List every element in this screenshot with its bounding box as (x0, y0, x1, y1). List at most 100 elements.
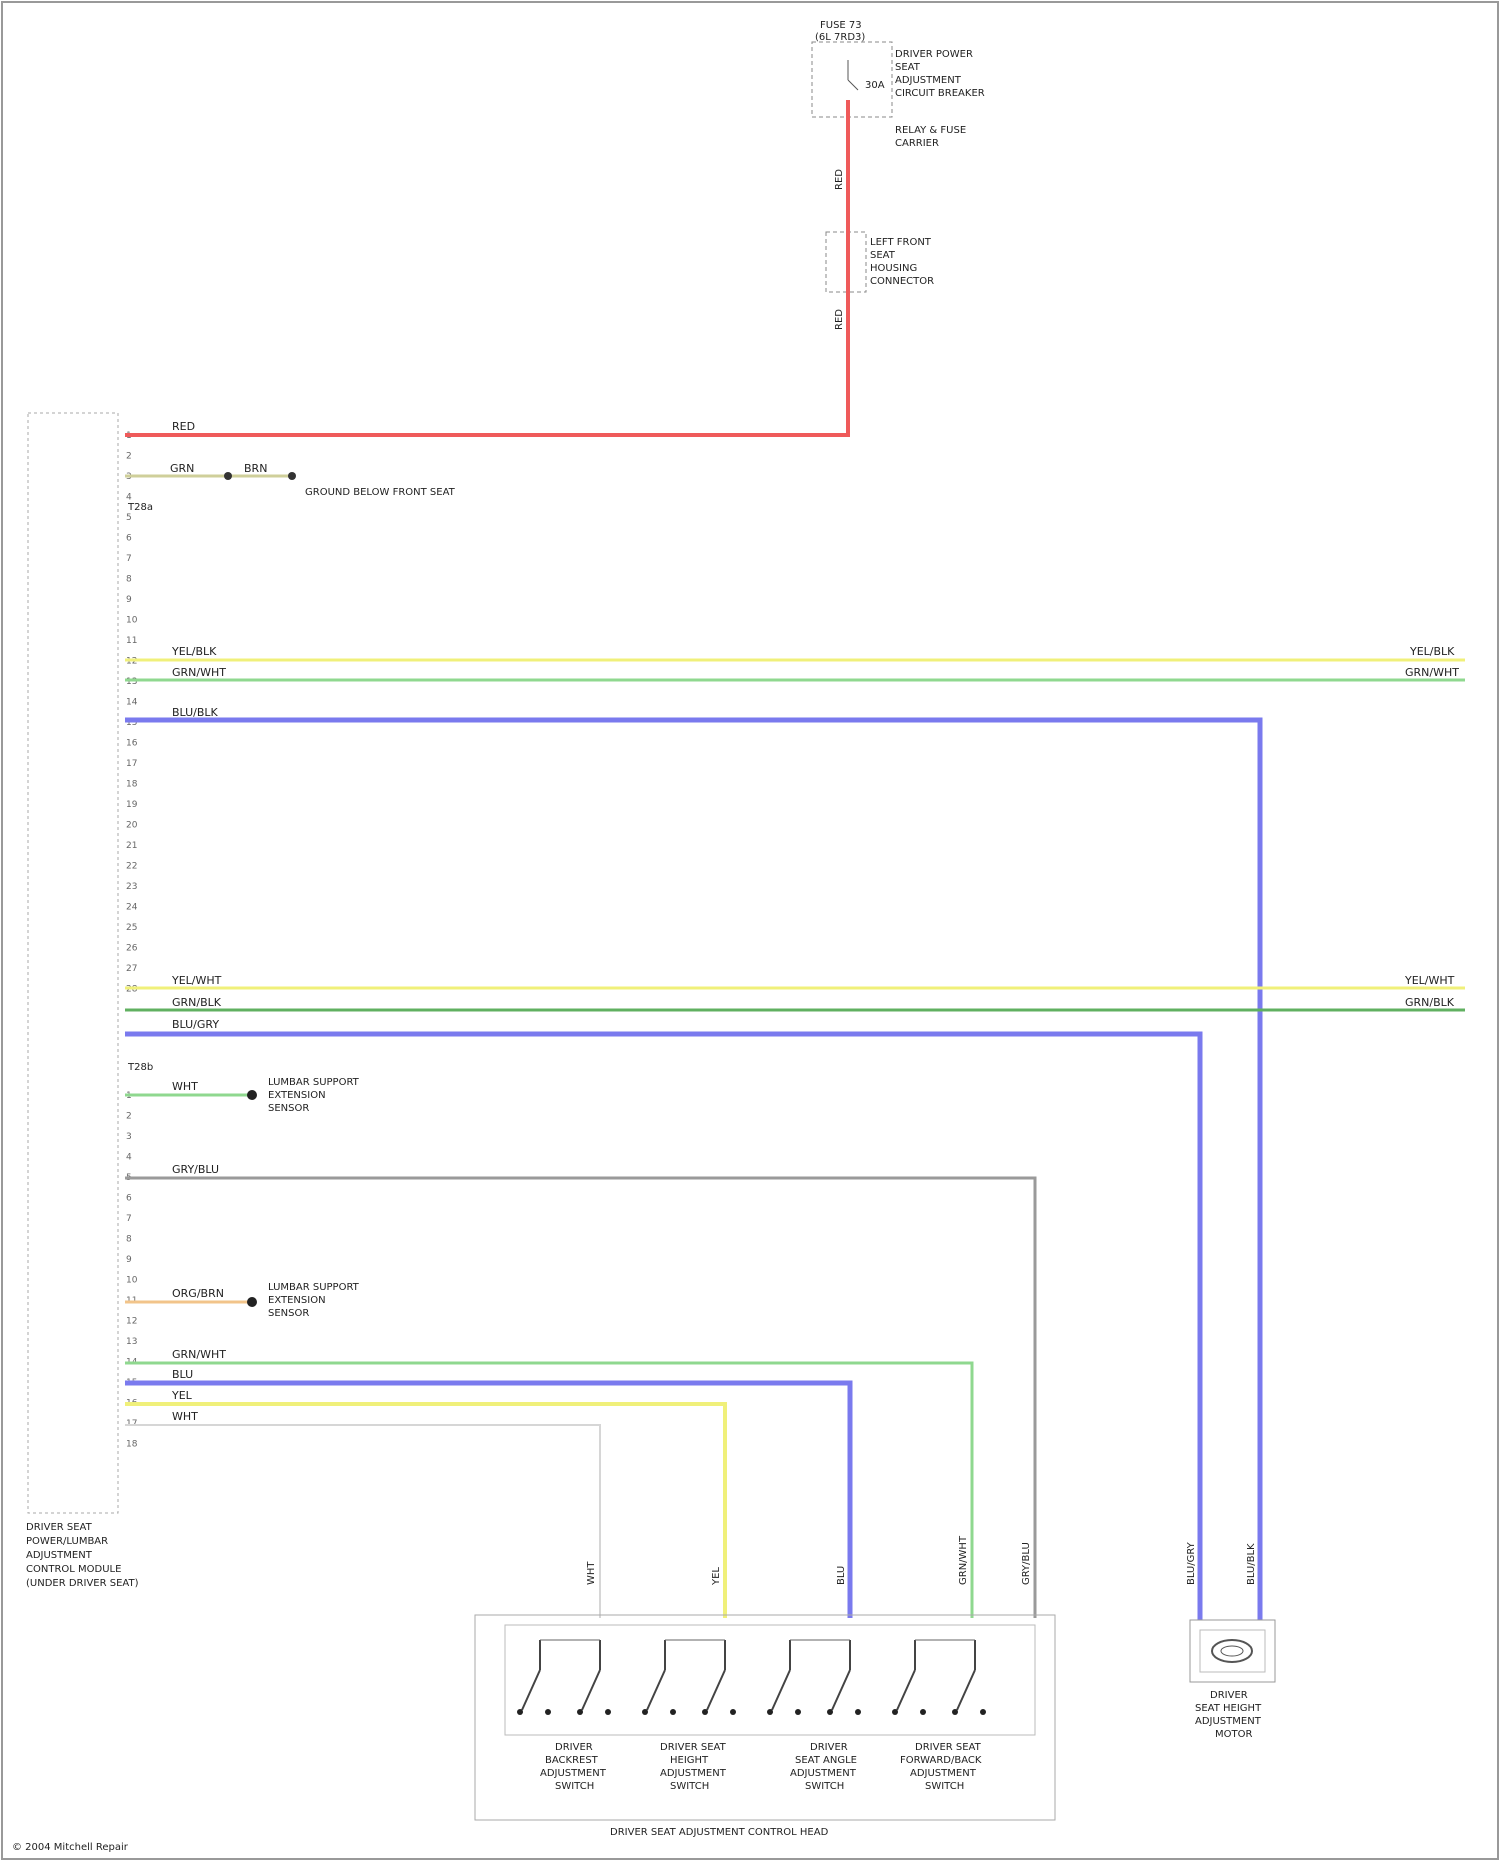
wire-red-label-v2: RED (834, 309, 845, 330)
module-desc-1: DRIVER SEAT (26, 1522, 93, 1533)
switch4-label-2: FORWARD/BACK (900, 1755, 982, 1766)
sensor-node-2 (247, 1297, 257, 1307)
module-pin-number: 10 (126, 616, 138, 626)
wire-gry (125, 1178, 1035, 1618)
v-label-yel: YEL (711, 1567, 722, 1586)
module-pin-numbers: 1234567891011121314151617181920212223242… (126, 431, 138, 1450)
wire-sw-blu (125, 1383, 850, 1618)
connector-desc-2: SEAT (870, 250, 896, 261)
connector-desc-4: CONNECTOR (870, 276, 934, 287)
ground-node-1 (224, 472, 232, 480)
wire-sw-yel-label: YEL (171, 1389, 193, 1402)
switch-contact (647, 1670, 665, 1710)
module-pin-number: 10 (126, 1276, 138, 1286)
switch-contact (957, 1670, 975, 1710)
module-pin-number: 8 (126, 1235, 132, 1245)
ground-node-2 (288, 472, 296, 480)
fuse-desc-1: DRIVER POWER (895, 49, 973, 60)
switch-contact (772, 1670, 790, 1710)
wire-gnd1-label: GRN (170, 462, 194, 475)
module-pin-number: 3 (126, 1132, 132, 1142)
module-pin-number: 14 (126, 698, 138, 708)
connector-desc-1: LEFT FRONT (870, 237, 932, 248)
fuse-desc-2: SEAT (895, 62, 921, 73)
module-pin-number: 6 (126, 534, 132, 544)
switch-contact (980, 1709, 986, 1715)
switch-contact (707, 1670, 725, 1710)
module-pin-number: 9 (126, 595, 132, 605)
switch4-label-3: ADJUSTMENT (910, 1768, 977, 1779)
wire-c2-grn-label: GRN/BLK (172, 996, 222, 1009)
fuse-id: FUSE 73 (820, 20, 862, 31)
switch-contact (577, 1709, 583, 1715)
module-pin-number: 12 (126, 1317, 137, 1327)
switch-contact (605, 1709, 611, 1715)
wire-gry-label: GRY/BLU (172, 1163, 219, 1176)
switch-contact (702, 1709, 708, 1715)
module-pin-number: 11 (126, 636, 137, 646)
switch2-label-4: SWITCH (670, 1781, 709, 1792)
switch1-label-4: SWITCH (555, 1781, 594, 1792)
module-pin-number: 7 (126, 554, 132, 564)
module-pin-number: 16 (126, 739, 138, 749)
fuse-amp: 30A (865, 80, 885, 91)
circuit-breaker: FUSE 73 (6L 7RD3) 30A DRIVER POWER SEAT … (812, 20, 985, 149)
wire-c1-blu-label: BLU/BLK (172, 706, 219, 719)
switch3-label-4: SWITCH (805, 1781, 844, 1792)
fuse-desc-4: CIRCUIT BREAKER (895, 88, 985, 99)
wire-sw-yel (125, 1404, 725, 1618)
switch1-label-3: ADJUSTMENT (540, 1768, 607, 1779)
switch-contact (517, 1709, 523, 1715)
sensor-node-1 (247, 1090, 257, 1100)
module-pin-number: 18 (126, 780, 138, 790)
right-label-1: YEL/BLK (1409, 645, 1455, 658)
switch3-label-3: ADJUSTMENT (790, 1768, 857, 1779)
motor-desc-1: DRIVER (1210, 1690, 1248, 1701)
wire-org-label: ORG/BRN (172, 1287, 224, 1300)
switch-contact (832, 1670, 850, 1710)
switch-contact (730, 1709, 736, 1715)
right-label-2: GRN/WHT (1405, 666, 1459, 679)
v-label-wht: WHT (586, 1561, 597, 1585)
switch2-label-1: DRIVER SEAT (660, 1742, 727, 1753)
wire-c2-yel-label: YEL/WHT (171, 974, 222, 987)
module-desc-3: ADJUSTMENT (26, 1550, 93, 1561)
wire-sw-grn-label: GRN/WHT (172, 1348, 226, 1361)
wire-sw-blu-label: BLU (172, 1368, 193, 1381)
module-pin-number: 4 (126, 1153, 132, 1163)
module-pin-number: 17 (126, 759, 137, 769)
switch-contact (582, 1670, 600, 1710)
module-pin-number: 8 (126, 575, 132, 585)
switch1-label-1: DRIVER (555, 1742, 593, 1753)
motor-desc-3: ADJUSTMENT (1195, 1716, 1262, 1727)
control-module: T28a T28b DRIVER SEAT POWER/LUMBAR ADJUS… (26, 413, 153, 1589)
v-label-blu: BLU (836, 1566, 847, 1585)
module-pin-number: 18 (126, 1440, 138, 1450)
switch4-label-4: SWITCH (925, 1781, 964, 1792)
fuse-sub-2: CARRIER (895, 138, 939, 149)
module-pin-number: 23 (126, 882, 137, 892)
module-pin-number: 21 (126, 841, 137, 851)
module-pin-number: 7 (126, 1214, 132, 1224)
sensor2-desc-1: LUMBAR SUPPORT (268, 1282, 360, 1293)
switch-contact (855, 1709, 861, 1715)
module-pin-number: 25 (126, 923, 137, 933)
switch-contact (545, 1709, 551, 1715)
module-desc-4: CONTROL MODULE (26, 1564, 121, 1575)
seat-height-motor (1190, 1620, 1275, 1682)
wire-red (125, 100, 848, 435)
wire-c2-blu-label: BLU/GRY (172, 1018, 219, 1031)
wire-wht-label: WHT (172, 1080, 198, 1093)
switch-contact (897, 1670, 915, 1710)
module-pin-number: 24 (126, 903, 138, 913)
switch-contact (670, 1709, 676, 1715)
switch2-label-2: HEIGHT (670, 1755, 709, 1766)
wire-c2-blu (125, 1034, 1200, 1620)
sensor1-desc-3: SENSOR (268, 1103, 309, 1114)
fuse-sub-1: RELAY & FUSE (895, 125, 966, 136)
fuse-rating: (6L 7RD3) (815, 32, 865, 43)
switch-contact (795, 1709, 801, 1715)
wire-sw-wht-label: WHT (172, 1410, 198, 1423)
